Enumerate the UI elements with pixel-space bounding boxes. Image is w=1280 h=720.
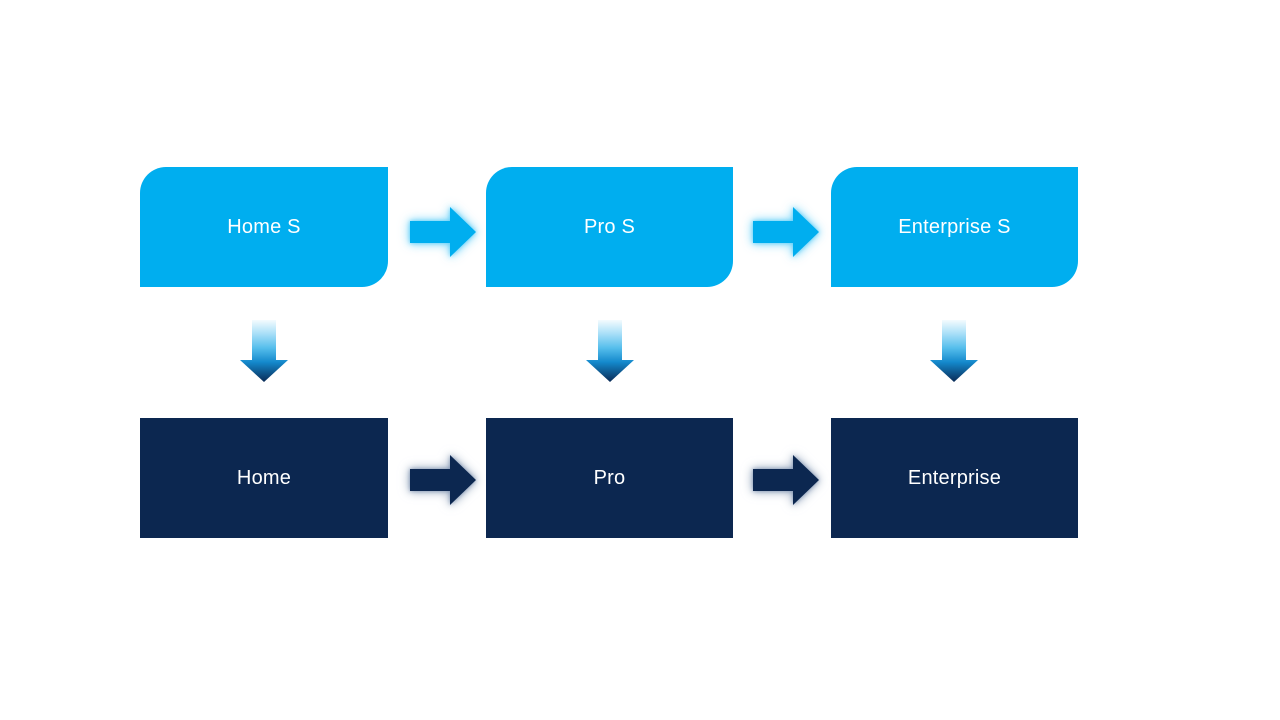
box-home-label: Home	[236, 466, 292, 489]
box-enterprise-label: Enterprise	[907, 466, 1002, 489]
box-enterprise-s-label: Enterprise S	[898, 215, 1011, 238]
right-arrow-icon	[410, 455, 476, 505]
box-pro-s-label: Pro S	[583, 215, 636, 238]
right-arrow-shape	[753, 207, 819, 257]
box-enterprise: Enterprise	[831, 418, 1078, 538]
box-enterprise-s: Enterprise S	[831, 167, 1078, 287]
box-home-s-label: Home S	[227, 215, 301, 238]
right-arrow-shape	[410, 455, 476, 505]
right-arrow-icon	[753, 207, 819, 257]
box-pro-s: Pro S	[486, 167, 733, 287]
down-arrow-icon	[930, 320, 978, 382]
right-arrow-icon	[410, 207, 476, 257]
box-home-s: Home S	[140, 167, 388, 287]
box-home: Home	[140, 418, 388, 538]
box-pro-label: Pro	[593, 466, 626, 489]
down-arrow-icon	[240, 320, 288, 382]
right-arrow-shape	[753, 455, 819, 505]
down-arrow-icon	[586, 320, 634, 382]
right-arrow-icon	[753, 455, 819, 505]
right-arrow-shape	[410, 207, 476, 257]
box-pro: Pro	[486, 418, 733, 538]
